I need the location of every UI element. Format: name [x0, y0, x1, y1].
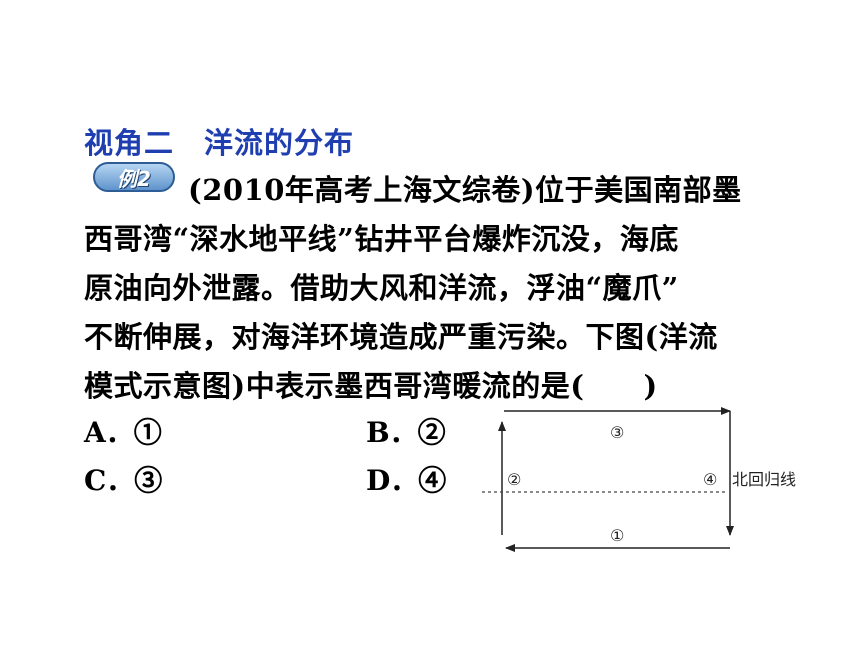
option-d[interactable]: D．④	[366, 464, 447, 497]
example-badge: 例2	[93, 162, 175, 192]
option-a[interactable]: A．①	[84, 416, 162, 449]
example-badge-label: 例2	[117, 166, 151, 191]
label-current-3: ③	[610, 423, 624, 442]
tropic-of-cancer-label: 北回归线	[732, 470, 796, 489]
label-current-1: ①	[610, 526, 624, 545]
question-line-2: 西哥湾“深水地平线”钻井平台爆炸沉没，海底	[84, 222, 679, 256]
section-heading: 视角二 洋流的分布	[84, 126, 355, 160]
question-line-4: 不断伸展，对海洋环境造成严重污染。下图(洋流	[84, 320, 718, 354]
question-line-1: (2010年高考上海文综卷)位于美国南部墨	[188, 173, 742, 207]
question-line-3: 原油向外泄露。借助大风和洋流，浮油“魔爪”	[84, 271, 679, 305]
label-current-4: ④	[703, 470, 717, 489]
option-c[interactable]: C．③	[84, 464, 163, 497]
option-b[interactable]: B．②	[366, 416, 446, 449]
label-current-2: ②	[507, 470, 521, 489]
question-line-5: 模式示意图)中表示墨西哥湾暖流的是( )	[84, 369, 658, 403]
